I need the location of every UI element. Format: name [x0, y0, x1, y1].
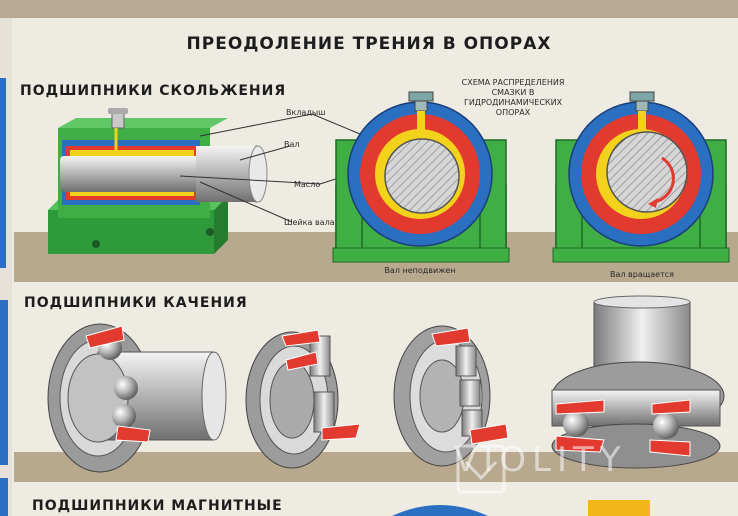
thrust-bearing-drawing — [551, 295, 725, 469]
lubrication-scheme-title: СХЕМА РАСПРЕДЕЛЕНИЯ СМАЗКИ В ГИДРОДИНАМИ… — [461, 78, 565, 117]
section-title-rolling: ПОДШИПНИКИ КАЧЕНИЯ — [24, 295, 248, 311]
label-oil: Масло — [294, 180, 321, 189]
roller-bearing-drawing — [245, 329, 361, 469]
caption-shaft-static: Вал неподвижен — [384, 266, 456, 275]
watermark-text: VIOLITY — [454, 440, 627, 480]
cylindrical-roller-bearing-drawing — [393, 325, 509, 467]
side-strip-3 — [0, 478, 8, 516]
cross-section-static — [332, 91, 510, 263]
side-strip-1 — [0, 78, 6, 268]
watermark-icon — [456, 444, 506, 494]
cross-section-rotating — [552, 91, 730, 263]
poster-title: ПРЕОДОЛЕНИЕ ТРЕНИЯ В ОПОРАХ — [186, 34, 552, 54]
ball-bearing-drawing — [47, 323, 227, 473]
caption-shaft-rotating: Вал вращается — [610, 270, 674, 279]
label-shaft: Вал — [284, 140, 300, 149]
magnetic-bearing-hint-2 — [588, 500, 650, 516]
label-journal: Шейка вала — [284, 218, 335, 227]
label-liner: Вкладыш — [286, 108, 326, 117]
section-title-sliding: ПОДШИПНИКИ СКОЛЬЖЕНИЯ — [20, 83, 287, 99]
sliding-bearing-drawing — [48, 108, 268, 254]
magnetic-bearing-hint-1 — [392, 505, 488, 516]
board-frame-top — [0, 0, 738, 18]
section-title-magnetic: ПОДШИПНИКИ МАГНИТНЫЕ — [32, 498, 283, 514]
side-strip-2 — [0, 300, 8, 465]
